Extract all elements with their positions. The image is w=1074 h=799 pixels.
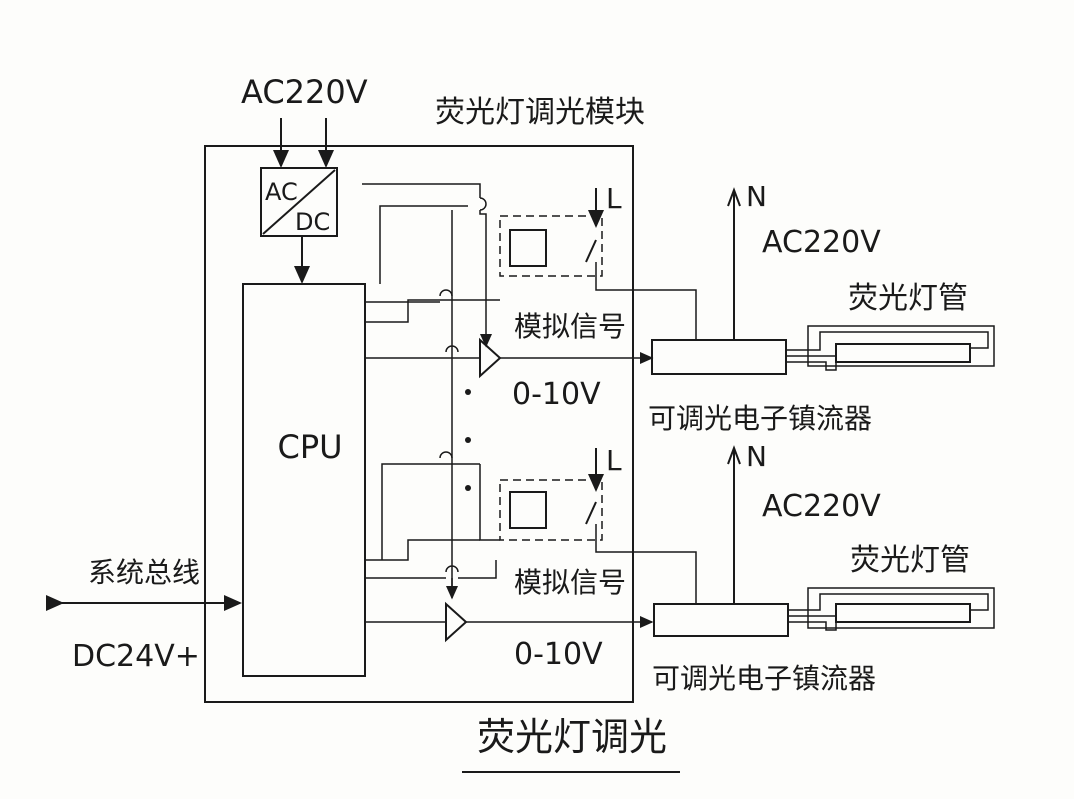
cpu-label: CPU bbox=[277, 428, 342, 466]
ellipsis-dot-1 bbox=[465, 389, 471, 395]
ch1-ballast bbox=[651, 339, 787, 375]
ch2-tube-label: 荧光灯管 bbox=[850, 543, 970, 578]
ch2-relay-drive-wire bbox=[365, 539, 480, 561]
ch2-supply-label: AC220V bbox=[762, 489, 881, 524]
converter-ac-label: AC bbox=[265, 178, 298, 206]
ch2-neutral-arrow bbox=[727, 445, 741, 465]
ch1-tube-wire-c bbox=[786, 361, 837, 371]
ellipsis-dot-3 bbox=[465, 485, 471, 491]
module-box bbox=[204, 145, 634, 703]
ch2-ballast-label: 可调光电子镇流器 bbox=[652, 662, 876, 695]
ch2-amplifier bbox=[445, 601, 468, 643]
ch1-tube bbox=[835, 343, 971, 363]
ch1-supply-label: AC220V bbox=[762, 225, 881, 260]
ch1-analog-label: 模拟信号 bbox=[514, 310, 626, 343]
ch2-ctrl-wire-c bbox=[458, 560, 497, 579]
ch1-crossover-1 bbox=[479, 197, 487, 211]
ch2-analog-label: 模拟信号 bbox=[514, 566, 626, 599]
bus-voltage-label: DC24V+ bbox=[72, 639, 200, 674]
ch2-relay-dashed-box bbox=[499, 479, 603, 541]
ch1-crossover-3 bbox=[445, 345, 459, 353]
ch1-ballast-label: 可调光电子镇流器 bbox=[648, 402, 872, 435]
ch1-ctrl-wire-a bbox=[379, 205, 468, 284]
ch2-relay-coil bbox=[509, 491, 547, 529]
ch2-relay-contact bbox=[585, 501, 597, 525]
ch2-tube-wire-a bbox=[788, 593, 989, 611]
ch1-relay-contact bbox=[585, 239, 597, 263]
ch1-relay-drive-wire bbox=[365, 299, 500, 323]
ch1-power-wire bbox=[362, 183, 481, 198]
converter-dc-label: DC bbox=[295, 208, 330, 236]
ch1-voltage-label: 0-10V bbox=[512, 377, 601, 412]
diagram-title: 荧光灯调光 bbox=[477, 715, 667, 759]
ch2-tube-outer-loop bbox=[807, 587, 995, 629]
ch2-line-label: L bbox=[606, 444, 622, 477]
ac-dc-converter bbox=[260, 167, 338, 237]
ch1-neutral-arrow bbox=[727, 187, 741, 207]
ch2-tube-wire-c bbox=[788, 621, 837, 631]
ch1-tube-label: 荧光灯管 bbox=[848, 281, 968, 316]
ch2-crossover-1 bbox=[439, 451, 453, 459]
ch2-ballast bbox=[653, 603, 789, 637]
ch1-relay-coil-feed bbox=[479, 210, 487, 300]
module-label: 荧光灯调光模块 bbox=[435, 95, 645, 130]
ch1-relay-coil bbox=[509, 229, 547, 267]
ch1-neutral-label: N bbox=[746, 180, 767, 213]
ch2-crossover-2 bbox=[445, 565, 459, 573]
ch1-tube-wire-a bbox=[786, 331, 989, 351]
ch2-ctrl-wire-a bbox=[381, 463, 480, 560]
ch1-crossover-2 bbox=[439, 289, 453, 297]
ch2-neutral-label: N bbox=[746, 440, 767, 473]
ch2-tube bbox=[835, 603, 971, 623]
ellipsis-dot-2 bbox=[465, 437, 471, 443]
ch1-tube-outer-loop bbox=[807, 325, 995, 367]
ch1-amplifier bbox=[479, 337, 502, 379]
cpu-block bbox=[242, 283, 366, 677]
ch2-voltage-label: 0-10V bbox=[514, 637, 603, 672]
converter-diagonal bbox=[262, 169, 336, 235]
ch2-relay-output-wire bbox=[595, 524, 697, 604]
top-supply-label: AC220V bbox=[241, 73, 368, 111]
ch1-line-label: L bbox=[606, 182, 622, 215]
ch1-relay-output-wire bbox=[595, 262, 697, 340]
ch2-relay-feed bbox=[479, 464, 500, 541]
ch1-relay-dashed-box bbox=[499, 215, 603, 277]
bus-label: 系统总线 bbox=[88, 556, 200, 589]
